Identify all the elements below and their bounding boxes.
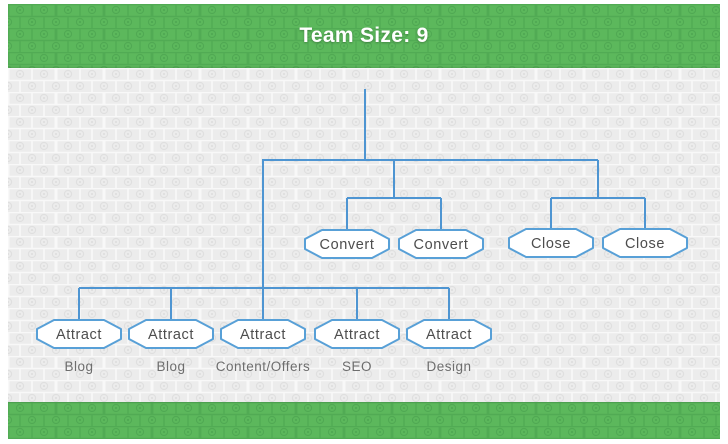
- node-sublabel: Blog: [156, 359, 185, 374]
- node-shape: [398, 229, 484, 259]
- node-shape: [406, 319, 492, 349]
- banner-brick-pattern: [8, 4, 720, 68]
- node-label: Convert: [320, 237, 375, 253]
- slide-content: Team Size: 9: [8, 4, 720, 439]
- title-banner: Team Size: 9: [8, 4, 720, 68]
- node-convert-2: Convert: [398, 229, 484, 259]
- node-label: Close: [625, 236, 665, 252]
- node-close-1: Close: [508, 228, 594, 258]
- node-sublabel: Design: [426, 359, 471, 374]
- node-label: Attract: [426, 327, 472, 343]
- node-shape: [220, 319, 306, 349]
- node-label: Attract: [148, 327, 194, 343]
- node-shape: [36, 319, 122, 349]
- node-sublabel: Blog: [64, 359, 93, 374]
- node-label: Attract: [56, 327, 102, 343]
- node-label: Close: [531, 236, 571, 252]
- footer-banner: [8, 402, 720, 439]
- node-shape: [508, 228, 594, 258]
- node-convert-1: Convert: [304, 229, 390, 259]
- node-sublabel: Content/Offers: [216, 359, 311, 374]
- node-shape: [128, 319, 214, 349]
- node-label: Attract: [334, 327, 380, 343]
- footer-brick-pattern: [8, 402, 720, 439]
- node-shape: [314, 319, 400, 349]
- node-label: Attract: [240, 327, 286, 343]
- node-close-2: Close: [602, 228, 688, 258]
- tree-connectors: [78, 89, 646, 321]
- node-label: Convert: [414, 237, 469, 253]
- page-title: Team Size: 9: [299, 24, 429, 47]
- node-shape: [602, 228, 688, 258]
- node-shape: [304, 229, 390, 259]
- node-sublabel: SEO: [342, 359, 372, 374]
